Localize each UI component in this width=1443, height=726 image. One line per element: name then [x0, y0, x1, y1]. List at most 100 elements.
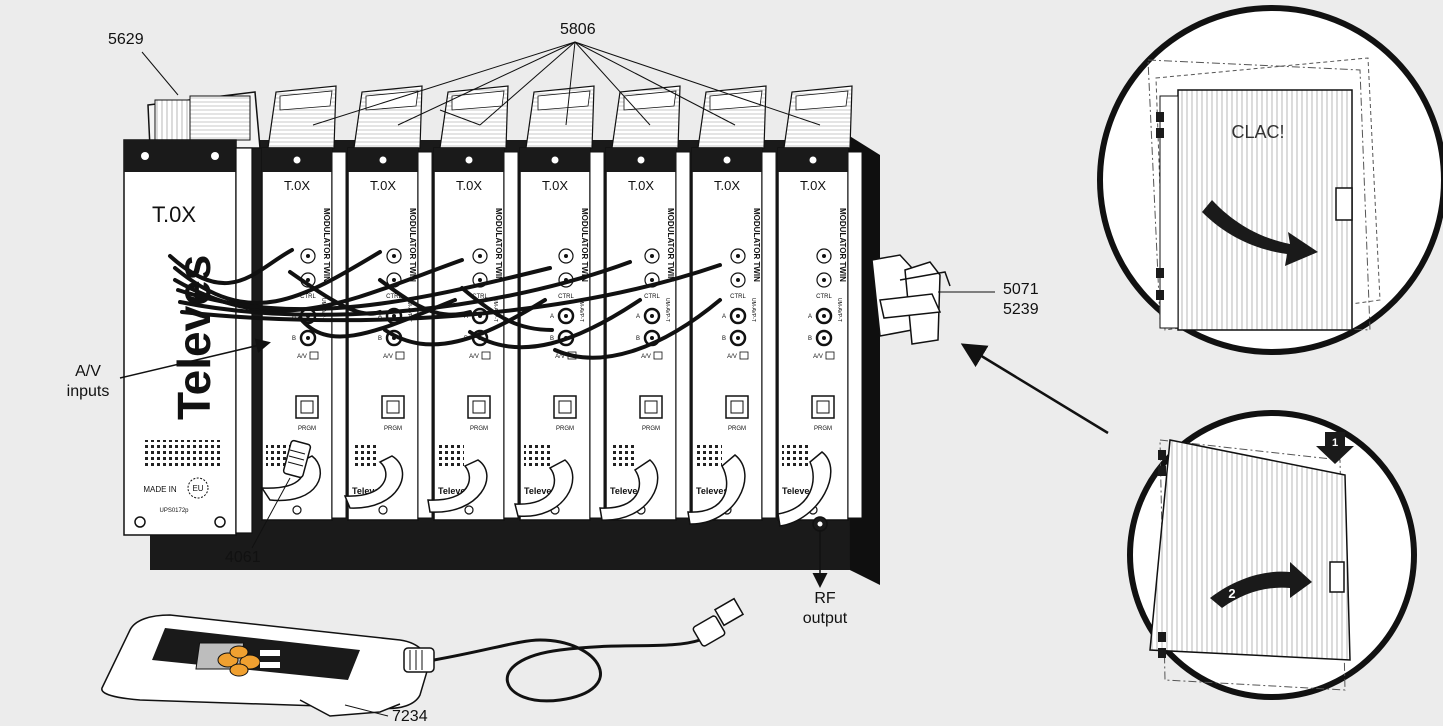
- modulator-input-label: A: [464, 314, 468, 320]
- modulator-name: MODULATOR TWIN: [752, 208, 761, 282]
- modulator-name: MODULATOR TWIN: [580, 208, 589, 282]
- modulator-prgm-label: PRGM: [384, 426, 402, 432]
- modulator-ctrl-label: CTRL: [300, 294, 316, 300]
- modulator-footer-brand: Televes: [352, 486, 384, 496]
- vent-grille: [524, 444, 550, 468]
- modulator-subname: UM-AVP-T: [836, 298, 842, 322]
- modulator-brand: T.0X: [284, 178, 310, 193]
- modulator-prgm-label: PRGM: [470, 426, 488, 432]
- prgm-port: [725, 395, 749, 419]
- modulator-subname: UM-AVP-T: [664, 298, 670, 322]
- modulator-input-label: B: [550, 336, 554, 342]
- programmer-7234: [101, 597, 745, 717]
- callout-rf-output-line1: RF: [814, 590, 836, 607]
- modulator-prgm-label: PRGM: [556, 426, 574, 432]
- modulator-av-label: A/V: [469, 354, 479, 360]
- vent-grille: [438, 444, 464, 468]
- modulator-input-label: B: [722, 336, 726, 342]
- modulator-ctrl-label: CTRL: [730, 294, 746, 300]
- step-2-label: 2: [1228, 586, 1235, 601]
- clac-label: CLAC!: [1231, 122, 1284, 142]
- modulator-input-label: A: [722, 314, 726, 320]
- modulator-subname: UM-AVP-T: [578, 298, 584, 322]
- callout-rf-output-line2: output: [802, 610, 848, 627]
- modulator-input-label: A: [292, 314, 296, 320]
- modulator-ctrl-label: CTRL: [472, 294, 488, 300]
- arrows: [119, 338, 1109, 588]
- callout-programmer: 7234: [392, 708, 428, 725]
- clip-detail-open: 1 2: [1127, 410, 1417, 700]
- modulator-av-label: A/V: [641, 354, 651, 360]
- modulator-input-label: B: [808, 336, 812, 342]
- step-1-label: 1: [1332, 437, 1338, 449]
- vent-grille: [696, 444, 722, 468]
- callout-cable-4061: 4061: [225, 549, 261, 566]
- prgm-port: [553, 395, 577, 419]
- modulator-ctrl-label: CTRL: [644, 294, 660, 300]
- modulator-ctrl-label: CTRL: [816, 294, 832, 300]
- modulator-subname: UM-AVP-T: [750, 298, 756, 322]
- modulator-footer-brand: Televes: [696, 486, 728, 496]
- rotate-open-arrow: [1210, 562, 1312, 608]
- prgm-port: [811, 395, 835, 419]
- modulator-brand: T.0X: [456, 178, 482, 193]
- clip-detail-closed: CLAC!: [1097, 5, 1443, 355]
- callout-power-supply: 5629: [108, 31, 144, 48]
- av-cables: [168, 248, 722, 360]
- modulator-input-label: B: [292, 336, 296, 342]
- modulator-input-label: A: [550, 314, 554, 320]
- modulator-input-label: A: [636, 314, 640, 320]
- power-supply-brand: T.0X: [152, 202, 196, 227]
- push-down-arrow: [1316, 432, 1354, 464]
- modulator-footer-brand: Televes: [438, 486, 470, 496]
- prgm-port: [639, 395, 663, 419]
- modulator-av-label: A/V: [383, 354, 393, 360]
- leader-lines: [141, 41, 995, 717]
- modulator-name: MODULATOR TWIN: [322, 208, 331, 282]
- modulator-input-label: A: [378, 314, 382, 320]
- modulator-footer-brand: Televes: [524, 486, 556, 496]
- mounting-bracket: [871, 254, 951, 345]
- made-in-label: MADE IN: [143, 485, 177, 494]
- modulator-input-label: A: [808, 314, 812, 320]
- modulator-prgm-label: PRGM: [298, 426, 316, 432]
- callout-av-inputs-line1: A/V: [75, 363, 101, 380]
- vent-grille: [352, 444, 378, 468]
- modulator-input-label: B: [378, 336, 382, 342]
- vent-grille: [782, 444, 808, 468]
- prgm-port: [295, 395, 319, 419]
- modulator-footer-brand: Televes: [782, 486, 814, 496]
- modulator-footer-brand: Televes: [610, 486, 642, 496]
- modulator-av-label: A/V: [555, 354, 565, 360]
- modulator-name: MODULATOR TWIN: [838, 208, 847, 282]
- modulator-name: MODULATOR TWIN: [408, 208, 417, 282]
- modulator-av-label: A/V: [727, 354, 737, 360]
- power-supply-module: T.0X Televes MADE IN EU UPS0172p: [123, 139, 253, 536]
- modulator-input-label: B: [636, 336, 640, 342]
- modulator-av-label: A/V: [813, 354, 823, 360]
- modulator-module: T.0X MODULATOR TWIN UM-AVP-T CTRL A B A/V PRGM T…: [777, 85, 863, 521]
- modulator-brand: T.0X: [542, 178, 568, 193]
- prgm-port: [467, 395, 491, 419]
- modulator-brand: T.0X: [714, 178, 740, 193]
- callout-av-inputs-line2: inputs: [66, 383, 110, 400]
- rotate-closed-arrow: [1202, 200, 1318, 266]
- modulator-module: T.0X MODULATOR TWIN UM-AVP-T CTRL A B A/V PRGM T…: [691, 85, 777, 521]
- modulator-name: MODULATOR TWIN: [494, 208, 503, 282]
- modulator-ctrl-label: CTRL: [558, 294, 574, 300]
- cable-4061-connector: [282, 439, 312, 479]
- modulator-brand: T.0X: [800, 178, 826, 193]
- modulator-prgm-label: PRGM: [642, 426, 660, 432]
- modulator-prgm-label: PRGM: [814, 426, 832, 432]
- modulator-prgm-label: PRGM: [728, 426, 746, 432]
- power-supply-top: [147, 91, 261, 149]
- power-supply-vent-grille: [142, 440, 220, 468]
- modulator-modules: T.0X MODULATOR TWIN UM-AVP-T CTRL A B A/V PRGM T…: [261, 85, 863, 521]
- vent-grille: [610, 444, 636, 468]
- power-supply-model: UPS0172p: [159, 508, 189, 514]
- modulator-subname: UM-AVP-T: [492, 298, 498, 322]
- callout-bracket-line1: 5071: [1003, 281, 1039, 298]
- origin-label: EU: [192, 484, 203, 493]
